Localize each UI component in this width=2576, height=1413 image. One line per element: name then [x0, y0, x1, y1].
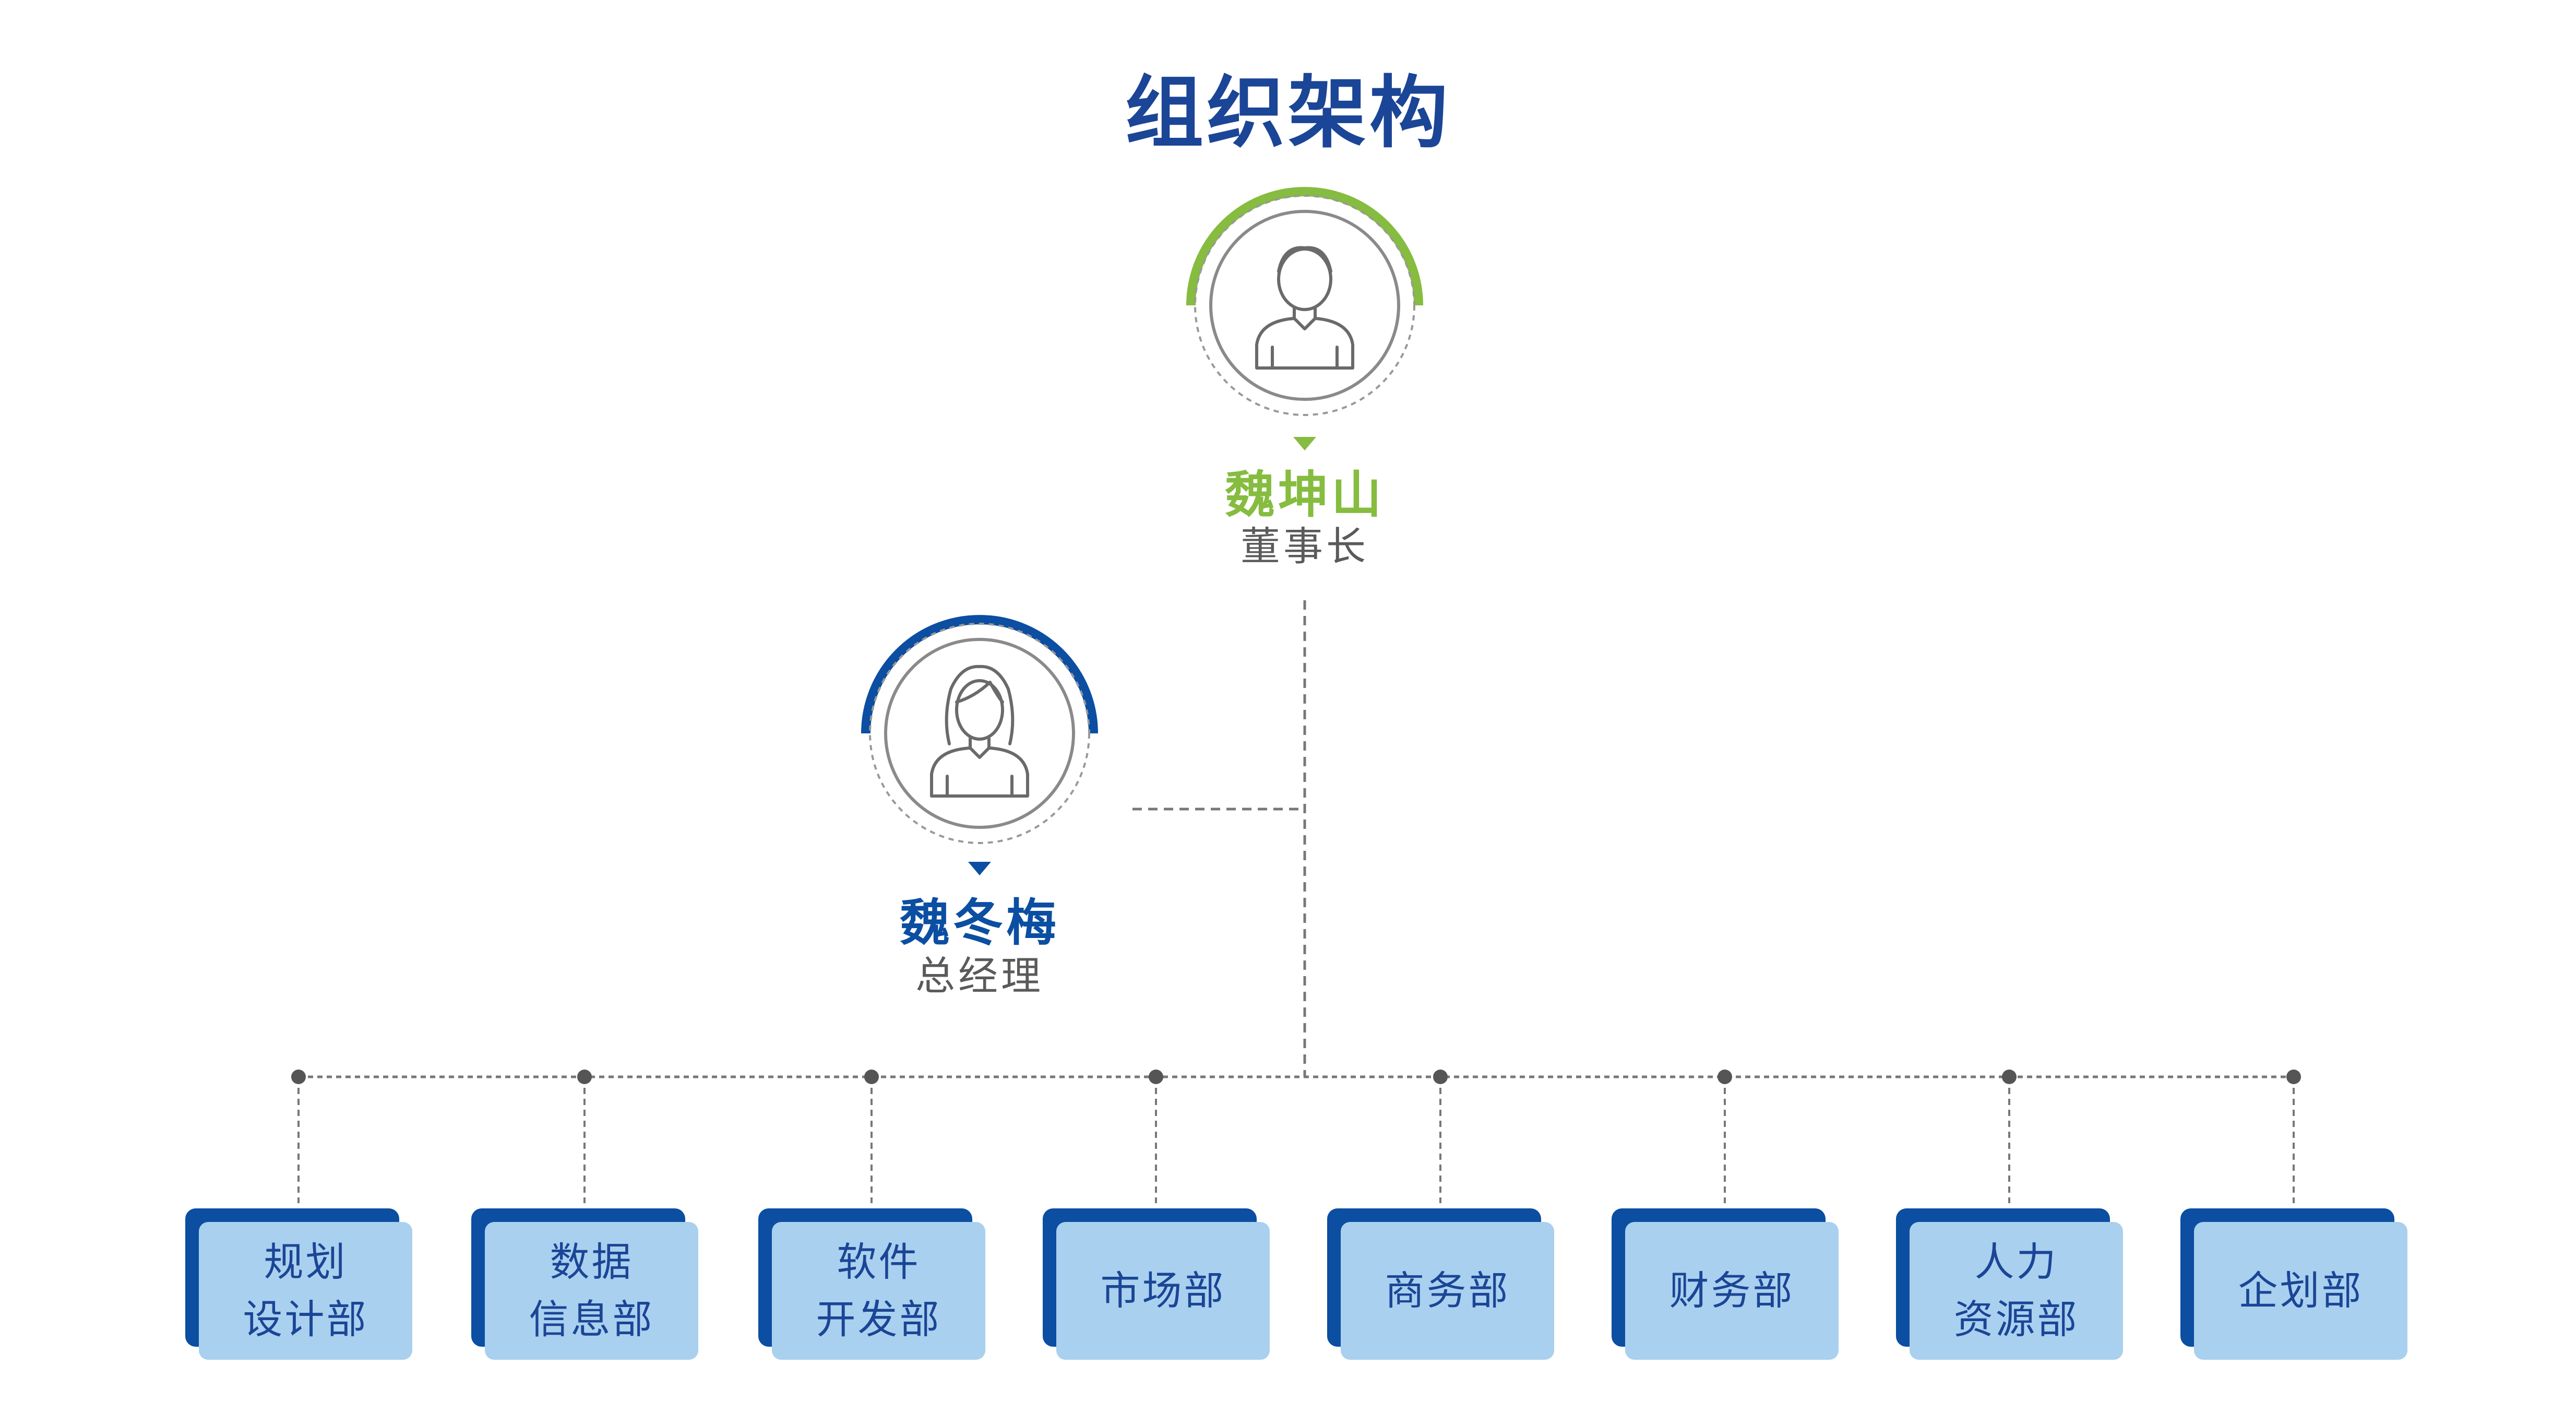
department-label: 商务部	[1385, 1267, 1510, 1314]
department-node-dot	[577, 1070, 592, 1084]
gm-pointer-triangle	[968, 862, 991, 875]
department-box-face: 数据 信息部	[485, 1222, 698, 1360]
department-node-dot	[291, 1070, 306, 1084]
department-box: 规划 设计部	[185, 1208, 412, 1360]
department-node-dot	[1433, 1070, 1448, 1084]
department-label: 市场部	[1100, 1267, 1226, 1314]
department-box-face: 商务部	[1341, 1222, 1554, 1360]
department-node-dot	[2002, 1070, 2017, 1084]
gm-role: 总经理	[915, 953, 1044, 999]
chairman-avatar-circle	[1209, 210, 1400, 401]
department-label: 企划部	[2238, 1267, 2364, 1314]
department-node-dot	[864, 1070, 879, 1084]
department-box: 市场部	[1043, 1208, 1270, 1360]
page-title: 组织架构	[1125, 68, 1451, 159]
department-label: 规划 设计部	[243, 1239, 368, 1343]
department-label: 数据 信息部	[529, 1239, 654, 1343]
chairman-accent-arc	[1186, 187, 1423, 306]
department-node-dot	[1718, 1070, 1732, 1084]
chairman-dashed-ring	[1194, 195, 1415, 416]
gm-dashed-ring	[869, 623, 1090, 844]
department-box: 人力 资源部	[1896, 1208, 2123, 1360]
gm-name: 魏冬梅	[900, 894, 1059, 952]
female-person-icon	[930, 664, 1029, 798]
gm-avatar	[861, 615, 1098, 875]
department-label: 财务部	[1669, 1267, 1795, 1314]
department-box: 企划部	[2180, 1208, 2407, 1360]
male-person-icon	[1255, 246, 1354, 370]
department-node-dot	[1149, 1070, 1163, 1084]
chairman-role: 董事长	[1241, 523, 1369, 569]
department-box-face: 规划 设计部	[199, 1222, 412, 1360]
department-box-face: 企划部	[2194, 1222, 2407, 1360]
chairman-pointer-triangle	[1293, 437, 1316, 450]
department-label: 人力 资源部	[1953, 1239, 2079, 1343]
chairman-name: 魏坤山	[1225, 466, 1385, 524]
department-box-face: 软件 开发部	[772, 1222, 985, 1360]
department-box-face: 人力 资源部	[1910, 1222, 2123, 1360]
department-box: 财务部	[1612, 1208, 1839, 1360]
department-box-face: 财务部	[1625, 1222, 1839, 1360]
department-box: 软件 开发部	[758, 1208, 985, 1360]
chairman-avatar	[1186, 187, 1423, 450]
department-node-dot	[2286, 1070, 2301, 1084]
department-box-face: 市场部	[1056, 1222, 1270, 1360]
department-label: 软件 开发部	[816, 1239, 941, 1343]
department-box: 商务部	[1327, 1208, 1554, 1360]
department-drop-lines	[291, 1070, 2301, 1203]
gm-accent-arc	[861, 615, 1098, 734]
connector-lines	[299, 600, 2286, 1078]
department-box: 数据 信息部	[471, 1208, 698, 1360]
